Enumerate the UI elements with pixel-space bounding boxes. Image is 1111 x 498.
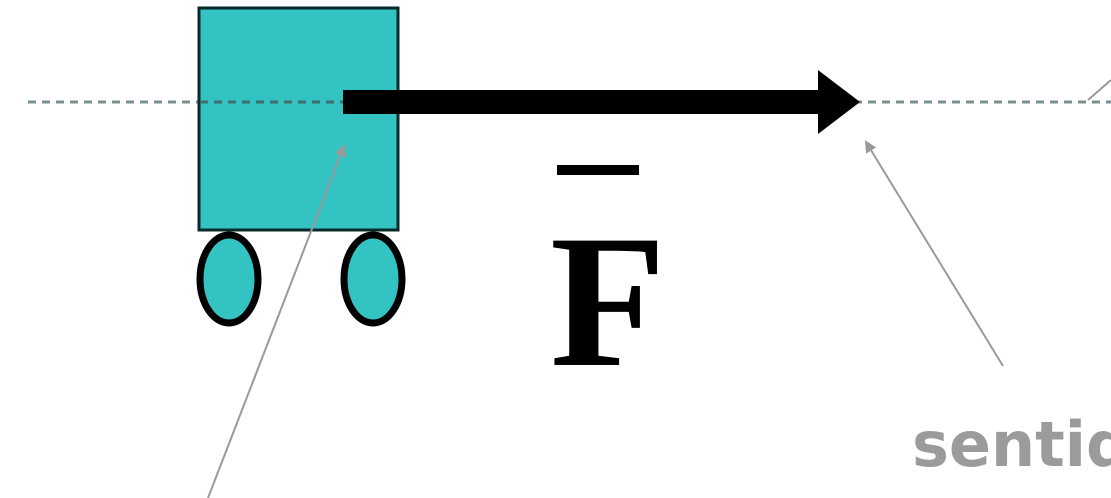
force-overbar: [557, 165, 639, 175]
force-arrow-shaft: [343, 90, 827, 114]
cart-body: [197, 6, 400, 232]
top-right-pointer: [1087, 79, 1111, 101]
direction-label: sentid: [912, 408, 1111, 481]
force-symbol: F: [550, 197, 666, 407]
application-point-pointer: [207, 144, 346, 498]
direction-pointer: [864, 140, 1004, 367]
force-arrow-icon: [343, 70, 860, 134]
right-wheel-icon: [340, 231, 406, 327]
left-wheel-icon: [196, 231, 262, 327]
force-arrow-head: [818, 70, 860, 134]
